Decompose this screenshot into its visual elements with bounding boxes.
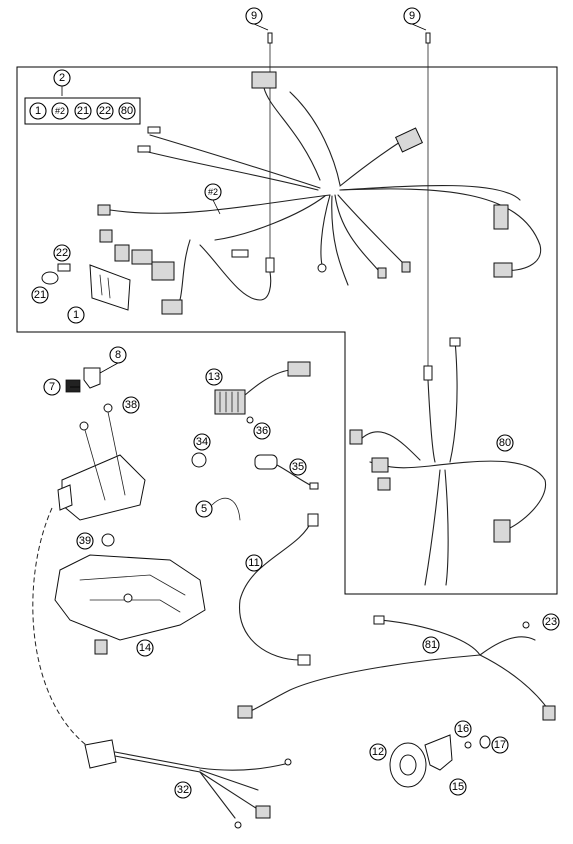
callout-label: 80 (121, 105, 133, 117)
callout-5: 5 (195, 500, 213, 518)
callout-38: 38 (122, 396, 140, 414)
callout-label: #2 (55, 106, 65, 116)
ecu-bracket (54, 554, 206, 655)
callout-2: 2 (53, 69, 71, 87)
bushing-39 (101, 533, 115, 547)
callout-label: 8 (115, 349, 121, 361)
callout-16: 16 (454, 720, 472, 738)
callout-label: 2 (59, 72, 65, 84)
main-wiring-harness (97, 71, 542, 315)
capacitor-35 (254, 454, 319, 490)
kit-callout-1: 1 (29, 102, 47, 120)
kit-callout-21: 21 (74, 102, 92, 120)
kit-callout-80: 80 (118, 102, 136, 120)
callout-32: 32 (174, 781, 192, 799)
callout-label: 81 (425, 639, 437, 651)
callout-label: 9 (251, 10, 257, 22)
callout-15: 15 (449, 778, 467, 796)
connection-line (32, 507, 91, 749)
callout-13: 13 (205, 368, 223, 386)
callout-label: 15 (452, 781, 464, 793)
main-harness-group-frame (16, 66, 558, 595)
callout-7: 7 (43, 378, 61, 396)
callout-14: 14 (136, 639, 154, 657)
clip-23 (522, 621, 530, 629)
callout-35: 35 (289, 458, 307, 476)
callout-label: 1 (73, 309, 79, 321)
screw-38 (103, 403, 113, 413)
screw-upper (79, 421, 89, 431)
callout-label: 23 (545, 616, 557, 628)
callout-label: 80 (499, 437, 511, 449)
clip-34 (191, 452, 207, 468)
callout-label: 13 (208, 371, 220, 383)
holder-8 (83, 367, 101, 389)
harness-81 (237, 615, 556, 721)
voltage-regulator (214, 361, 311, 424)
cable-tie-5 (211, 497, 241, 521)
callout-label: 32 (177, 784, 189, 796)
stud-right (423, 32, 433, 381)
callout-label: 11 (248, 557, 259, 569)
callout-label: 9 (409, 10, 415, 22)
callout-label: 35 (292, 461, 304, 473)
ecu-unit (57, 411, 146, 521)
callout-1: 1 (67, 306, 85, 324)
bracket-assembly (41, 263, 131, 311)
kit-callout-h2: #2 (51, 102, 69, 120)
kit-callout-22: 22 (96, 102, 114, 120)
kit-contents-box (24, 97, 141, 125)
callout-h2: #2 (204, 183, 222, 201)
callout-label: 16 (457, 723, 469, 735)
callout-9-left: 9 (245, 7, 263, 25)
callout-8: 8 (109, 346, 127, 364)
callout-9-right: 9 (403, 7, 421, 25)
callout-label: 12 (372, 746, 384, 758)
callout-23: 23 (542, 613, 560, 631)
callout-label: 14 (139, 642, 151, 654)
callout-label: 39 (79, 535, 91, 547)
callout-label: 7 (49, 381, 55, 393)
callout-label: 17 (494, 739, 506, 751)
callout-label: 34 (196, 436, 208, 448)
callout-label: #2 (208, 187, 218, 197)
horn-assembly (389, 734, 491, 788)
callout-21: 21 (31, 286, 49, 304)
callout-label: 5 (201, 503, 207, 515)
cable-32 (84, 739, 292, 829)
callout-12: 12 (369, 743, 387, 761)
callout-label: 21 (77, 105, 89, 117)
callout-36: 36 (253, 422, 271, 440)
relay-7 (65, 379, 81, 393)
callout-label: 21 (34, 289, 46, 301)
callout-label: 36 (256, 425, 268, 437)
callout-17: 17 (491, 736, 509, 754)
leader-lines (61, 23, 427, 388)
callout-label: 22 (56, 247, 68, 259)
callout-11: 11 (245, 554, 263, 572)
harness-80 (349, 337, 546, 586)
callout-80: 80 (496, 434, 514, 452)
cable-11 (239, 513, 319, 666)
callout-label: 1 (35, 105, 41, 117)
stud-left (265, 32, 275, 273)
callout-81: 81 (422, 636, 440, 654)
callout-label: 38 (125, 399, 137, 411)
callout-label: 22 (99, 105, 111, 117)
callout-39: 39 (76, 532, 94, 550)
callout-34: 34 (193, 433, 211, 451)
callout-22: 22 (53, 244, 71, 262)
